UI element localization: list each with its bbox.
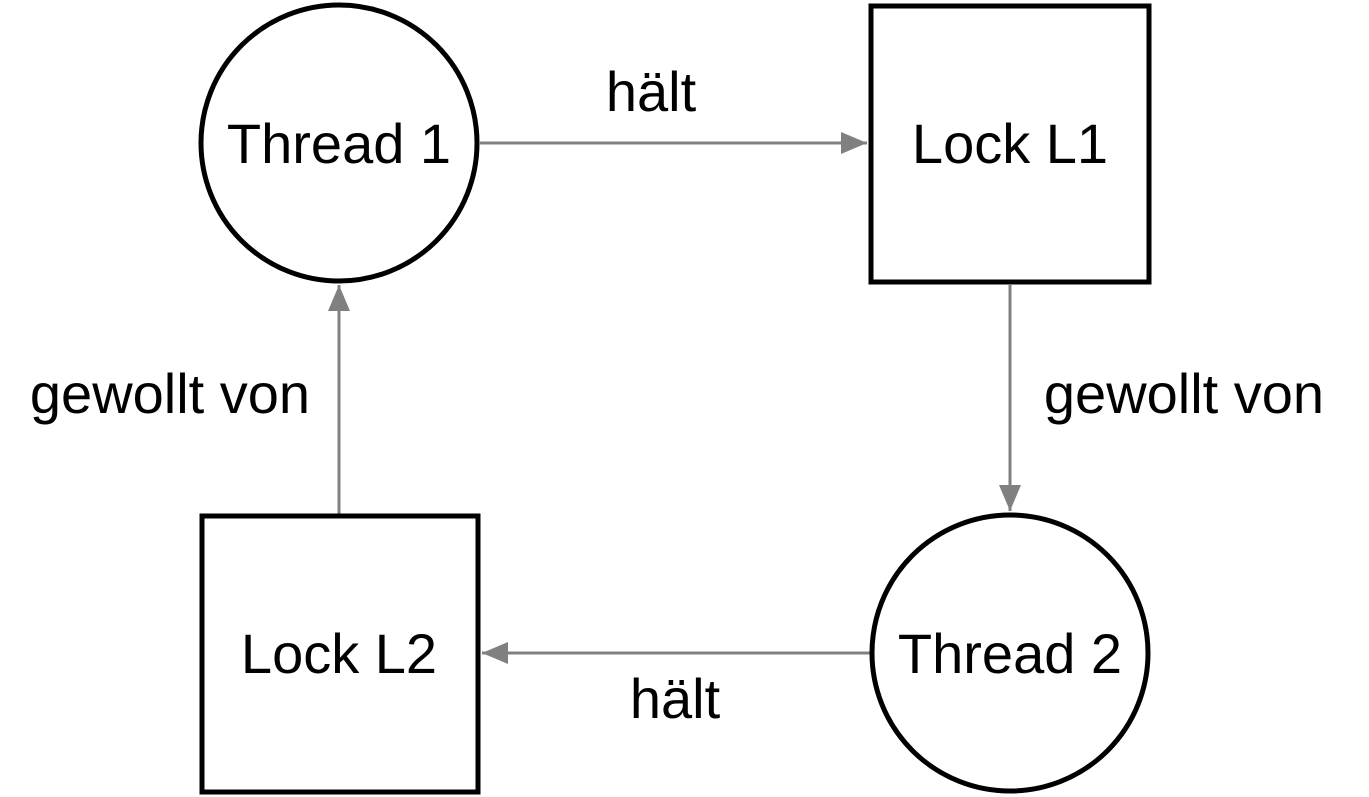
edge-thread1-to-lockl1: hält (480, 60, 867, 154)
node-thread-1: Thread 1 (198, 2, 480, 284)
edge-label-gewollt-von-left: gewollt von (30, 362, 310, 425)
edge-thread2-to-lockl2: hält (482, 642, 871, 730)
thread-1-circle (198, 2, 480, 284)
lock-l1-label: Lock L1 (912, 112, 1108, 175)
thread-1-label: Thread 1 (227, 112, 451, 175)
thread-2-circle (869, 512, 1151, 794)
node-thread-2: Thread 2 (869, 512, 1151, 794)
lock-l1-square (868, 3, 1152, 285)
edge-label-haelt-bottom: hält (630, 667, 721, 730)
node-lock-l1: Lock L1 (868, 3, 1152, 285)
thread-2-label: Thread 2 (898, 622, 1122, 685)
edge-label-gewollt-von-right: gewollt von (1044, 362, 1324, 425)
edge-lockl1-to-thread2: gewollt von (999, 285, 1324, 511)
edge-lockl2-to-thread1: gewollt von (30, 285, 350, 514)
edge-label-haelt-top: hält (606, 60, 697, 123)
lock-l2-square (199, 513, 481, 795)
node-lock-l2: Lock L2 (199, 513, 481, 795)
lock-l2-label: Lock L2 (241, 622, 437, 685)
